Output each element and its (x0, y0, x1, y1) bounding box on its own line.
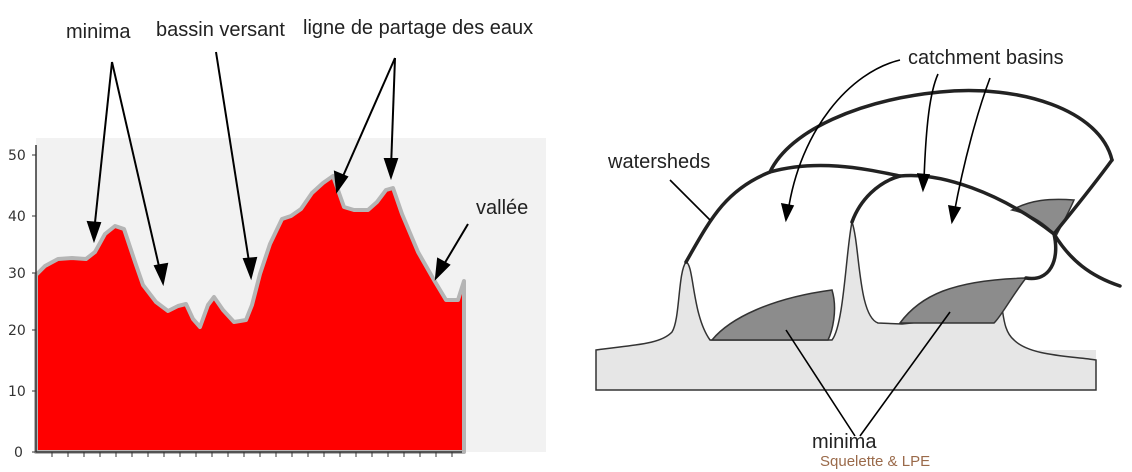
profile-diagram-svg: 0 10 20 30 40 50 minima bassin versant l… (8, 17, 546, 461)
basin-shape (710, 289, 836, 341)
y-tick-label: 50 (8, 148, 26, 164)
y-tick-label: 0 (14, 445, 23, 461)
terrain-profile (595, 219, 1097, 391)
basin-shape (1009, 198, 1076, 238)
label-ligne-de-partage: ligne de partage des eaux (303, 17, 533, 39)
profile-diagram: 0 10 20 30 40 50 minima bassin versant l… (0, 0, 560, 472)
x-axis-ticks (51, 452, 453, 457)
y-tick-label: 10 (8, 384, 26, 400)
y-tick-label: 30 (8, 266, 26, 282)
y-tick-label: 20 (8, 323, 26, 339)
y-tick-label: 40 (8, 209, 26, 225)
label-minima-3d: minima (812, 431, 877, 453)
annotation-arrows-3d (669, 59, 991, 437)
label-watersheds: watersheds (607, 151, 710, 173)
label-catchment-basins: catchment basins (908, 47, 1064, 69)
annotation-arrows (86, 51, 469, 287)
elevation-profile-area (34, 174, 466, 454)
figure-caption: Squelette & LPE (820, 453, 930, 470)
label-bassin-versant: bassin versant (156, 19, 285, 41)
basin-shape (898, 277, 1028, 324)
label-vallee: vallée (476, 197, 528, 219)
label-minima: minima (66, 21, 131, 43)
y-axis-ticks (32, 154, 36, 453)
watershed-illustration-svg: catchment basins watersheds minima Squel… (595, 47, 1122, 470)
watershed-illustration: catchment basins watersheds minima Squel… (560, 0, 1132, 472)
watershed-lines (684, 88, 1122, 288)
